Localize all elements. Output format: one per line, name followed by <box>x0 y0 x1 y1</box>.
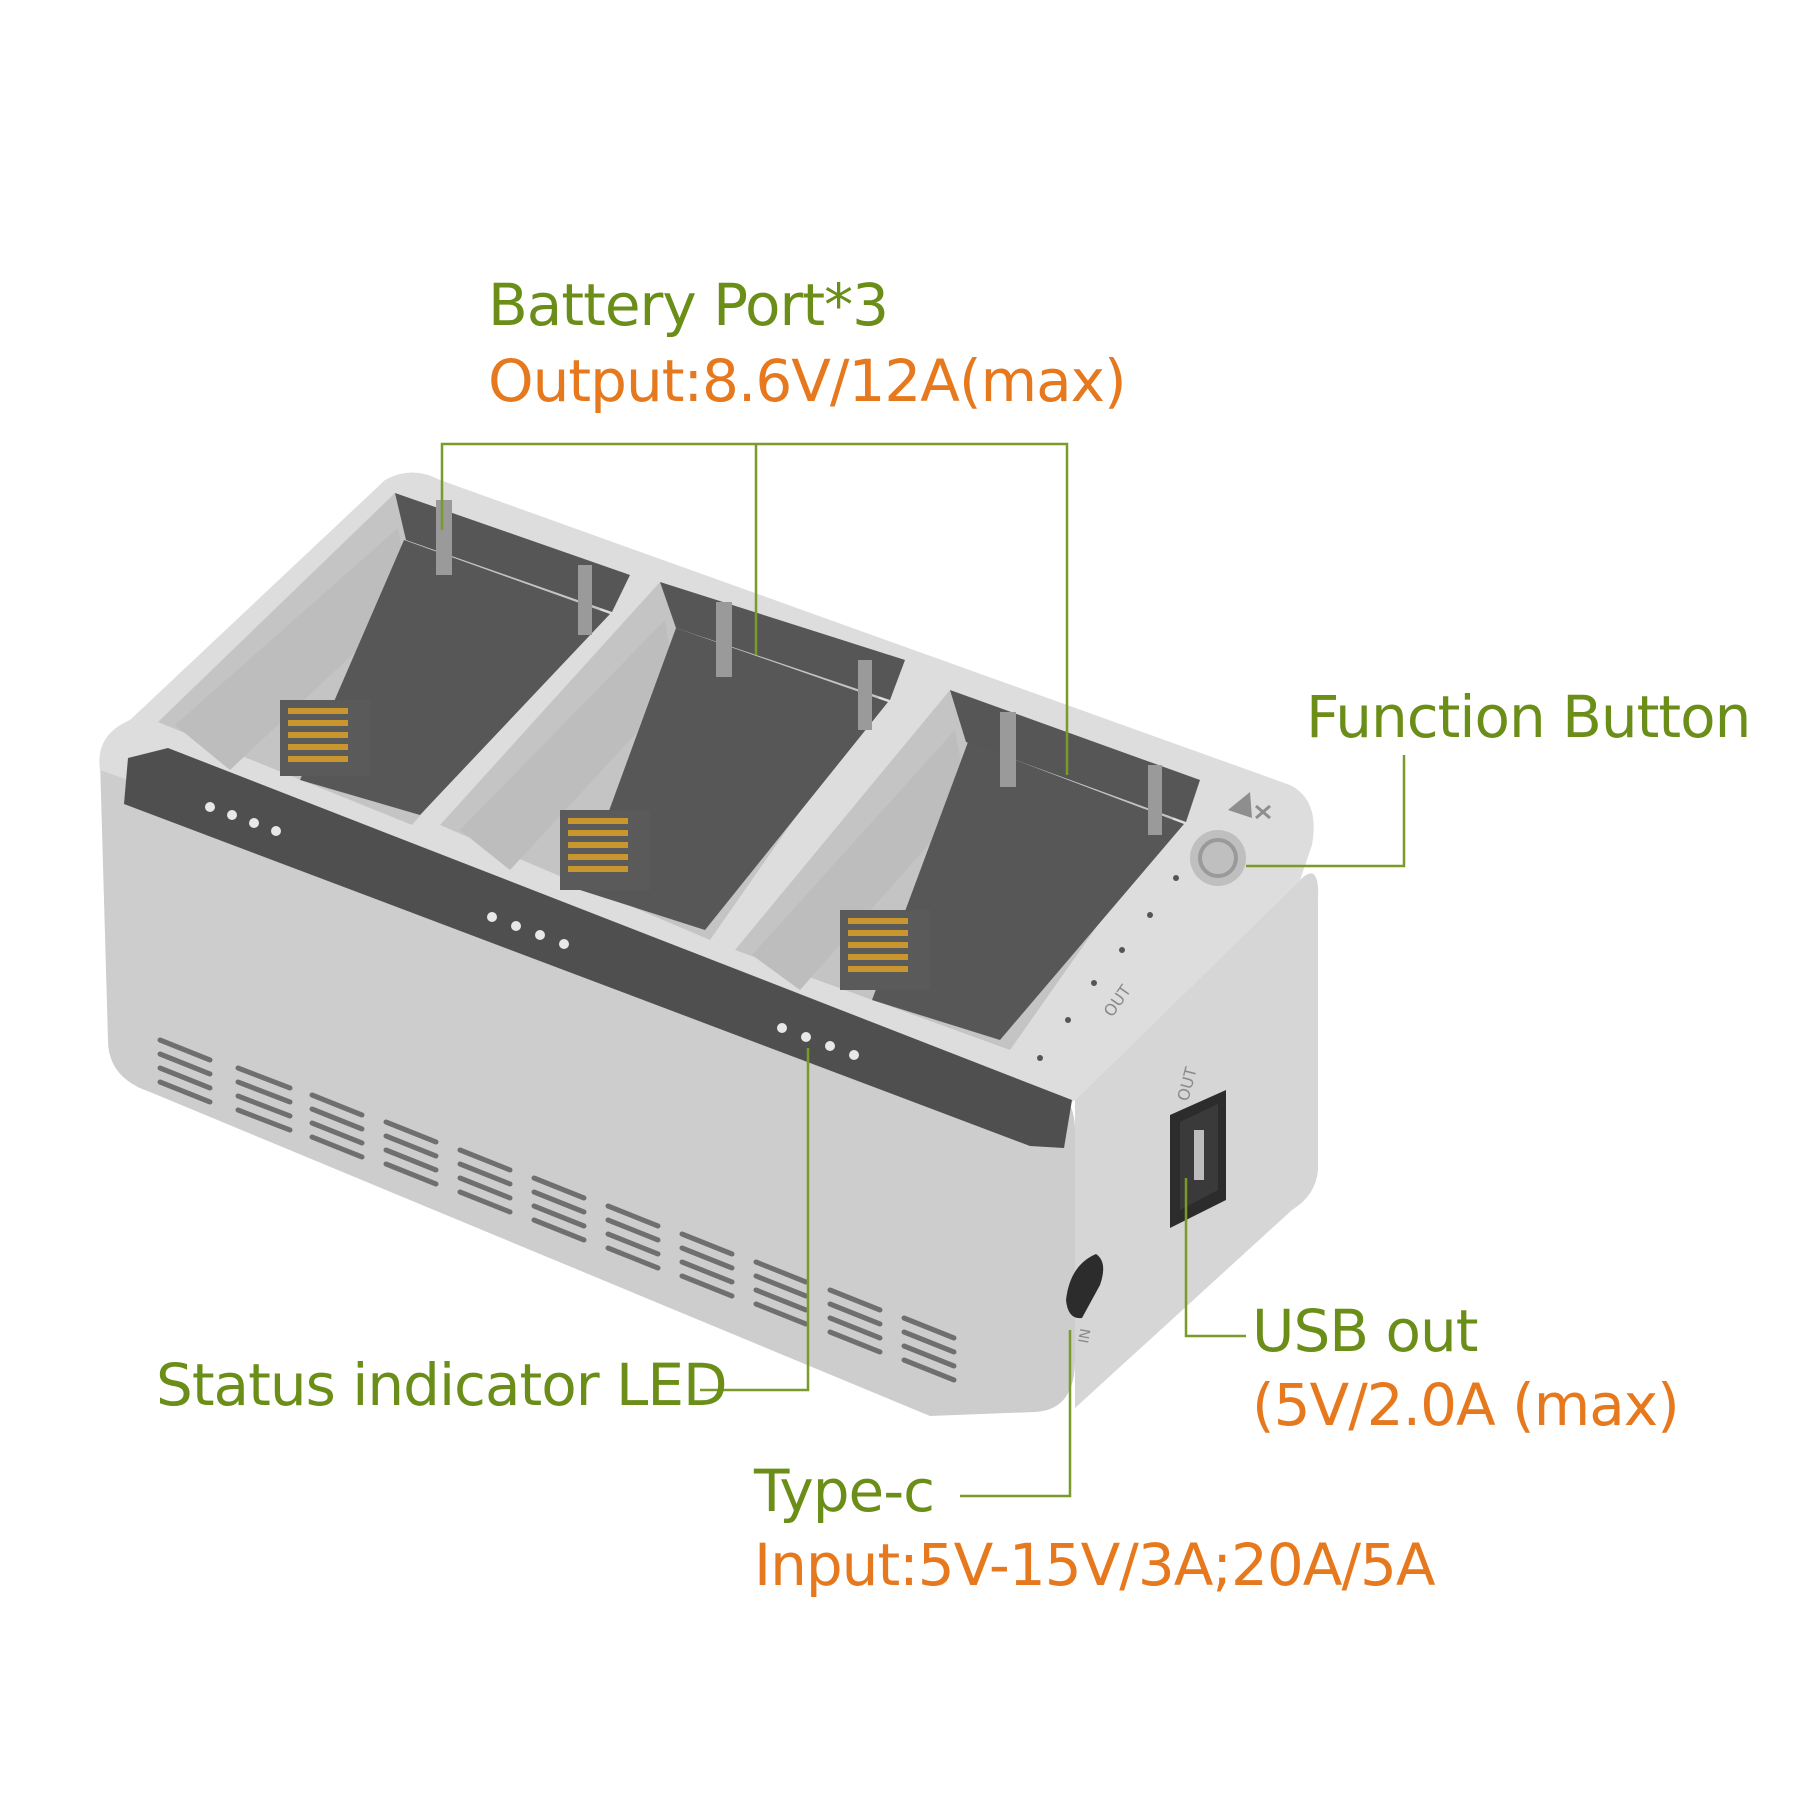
usb-out-label: USB out <box>1252 1297 1478 1365</box>
battery-port-label: Battery Port*3 <box>488 271 889 339</box>
type-c-leader <box>960 1330 1072 1498</box>
status-led-label: Status indicator LED <box>156 1351 728 1419</box>
function-button-label: Function Button <box>1306 683 1751 751</box>
battery-bay-3 <box>735 690 1200 1050</box>
status-led-group-3 <box>777 1023 859 1060</box>
battery-bay-1 <box>158 493 630 825</box>
leader-lines <box>440 442 1406 1498</box>
led-panel-strip <box>124 748 1072 1148</box>
brand-logo-icon <box>1228 792 1271 820</box>
usb-out-leader <box>1184 1178 1246 1338</box>
status-led-group-1 <box>205 802 281 836</box>
status-led-leader <box>700 1048 810 1392</box>
function-button[interactable] <box>1190 830 1246 886</box>
hub-front-face <box>100 760 1075 1416</box>
battery-bay-2 <box>440 582 905 940</box>
type-c-label: Type-c <box>754 1457 935 1525</box>
type-c-input-spec: Input:5V-15V/3A;20A/5A <box>754 1531 1436 1599</box>
usb-out-spec: (5V/2.0A (max) <box>1252 1371 1680 1439</box>
ventilation-slots <box>157 1037 957 1383</box>
battery-port-leader <box>440 442 1069 775</box>
type-c-port[interactable] <box>1066 1254 1104 1319</box>
mode-indicator-dots <box>1037 875 1179 1061</box>
usb-out-port[interactable] <box>1170 1090 1226 1228</box>
status-led-group-2 <box>487 912 569 949</box>
battery-output-spec: Output:8.6V/12A(max) <box>488 347 1127 415</box>
function-button-leader <box>1246 755 1406 868</box>
charging-hub: OUT OUT IN <box>99 472 1319 1416</box>
typec-port-marking: IN <box>1076 1328 1094 1345</box>
